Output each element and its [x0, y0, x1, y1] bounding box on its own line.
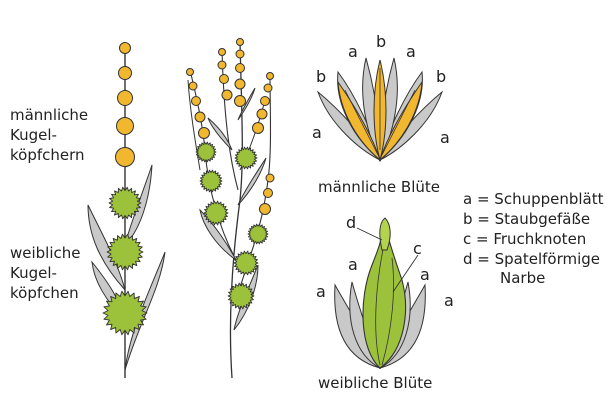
female-head: [199, 169, 223, 193]
male-head: [263, 188, 273, 198]
male-heads-label-3: köpfchern: [10, 146, 85, 164]
left-inner-branch: [221, 49, 239, 191]
legend-item-d-cont: Narbe: [500, 269, 545, 287]
male-head: [256, 108, 268, 120]
stamen-midline: [344, 89, 379, 156]
single-stem-specimen: [87, 42, 166, 378]
far-left-branch: [187, 79, 201, 171]
bract-leaf: [207, 117, 233, 151]
legend-item-c: c = Fruchknoten: [463, 230, 586, 248]
stamen: [378, 80, 423, 162]
female-flower-label: weibliche Blüte: [318, 374, 432, 392]
female-heads-label-1: weibliche: [10, 244, 81, 262]
male-head: [235, 49, 245, 59]
legend-item-d: d = Spatelförmige: [463, 250, 600, 268]
male-head: [188, 81, 198, 91]
male-head: [266, 72, 274, 80]
female-head: [247, 223, 269, 245]
female-head-spikes: [247, 223, 269, 245]
legend: a = Schuppenblätt b = Staubgefäße c = Fr…: [463, 190, 604, 287]
stamen: [337, 80, 382, 162]
branched-specimen: [186, 38, 275, 379]
female-head-spikes: [108, 186, 142, 220]
male-heads-label-1: männliche: [10, 106, 88, 124]
label-a-female-upper-left: a: [348, 255, 358, 274]
male-head: [115, 147, 135, 167]
pointer-c: [392, 254, 419, 293]
label-a-male-left: a: [312, 123, 322, 142]
male-head: [198, 127, 210, 139]
female-heads-label-3: köpfchen: [10, 284, 79, 302]
label-a-male-top-left: a: [348, 42, 358, 61]
bract-leaf: [237, 87, 256, 121]
label-b-male-top: b: [376, 32, 386, 51]
label-a-male-right: a: [440, 128, 450, 147]
female-head: [227, 282, 255, 310]
male-head: [186, 68, 194, 76]
bract-leaf: [237, 157, 267, 206]
male-head: [259, 203, 271, 215]
male-head: [236, 38, 244, 46]
female-head: [234, 146, 258, 170]
ovary-vein: [375, 239, 386, 366]
female-head: [195, 141, 217, 163]
female-head-spikes: [195, 141, 217, 163]
male-head: [117, 90, 133, 106]
male-head: [191, 96, 201, 106]
pointer-d: [356, 227, 383, 241]
label-a-female-upper-right: a: [420, 265, 430, 284]
label-a-female-right: a: [444, 291, 454, 310]
female-head: [106, 233, 144, 271]
male-head: [219, 74, 229, 84]
label-a-female-left: a: [316, 282, 326, 301]
legend-item-a: a = Schuppenblätt: [463, 190, 604, 208]
male-head: [263, 83, 273, 93]
bract-leaf: [124, 164, 153, 247]
male-head: [119, 42, 131, 54]
male-head: [265, 173, 275, 183]
male-head: [118, 66, 132, 80]
female-head: [108, 186, 142, 220]
male-head: [234, 78, 246, 90]
male-head: [234, 95, 246, 107]
male-head: [235, 63, 245, 73]
male-head: [194, 111, 206, 123]
female-head: [233, 250, 259, 276]
female-head: [203, 200, 229, 226]
male-heads-label-2: Kugel-: [10, 126, 57, 144]
female-heads-label-2: Kugel-: [10, 264, 57, 282]
female-head-spikes: [203, 200, 229, 226]
male-head: [221, 89, 233, 101]
male-head: [217, 60, 227, 70]
label-b-male-left: b: [316, 67, 326, 86]
label-a-male-top-right: a: [406, 42, 416, 61]
bract-leaf: [199, 208, 237, 261]
stigma: [379, 217, 391, 251]
male-flower: [316, 57, 444, 162]
stamen-midline: [381, 89, 416, 156]
female-head-spikes: [199, 169, 223, 193]
female-head-spikes: [102, 290, 148, 336]
male-head: [260, 96, 270, 106]
female-head: [102, 290, 148, 336]
male-head: [252, 122, 264, 134]
female-flower: [334, 217, 426, 370]
female-head-spikes: [106, 233, 144, 271]
label-c-female: c: [413, 239, 422, 258]
female-head-spikes: [234, 146, 258, 170]
label-b-male-right: b: [436, 67, 446, 86]
male-flower-label: männliche Blüte: [318, 178, 440, 196]
legend-item-b: b = Staubgefäße: [463, 210, 590, 228]
female-head-spikes: [227, 282, 255, 310]
ovary-vein: [381, 257, 394, 366]
label-d-female: d: [346, 213, 356, 232]
male-head: [218, 48, 226, 56]
male-head: [116, 117, 134, 135]
female-head-spikes: [233, 250, 259, 276]
